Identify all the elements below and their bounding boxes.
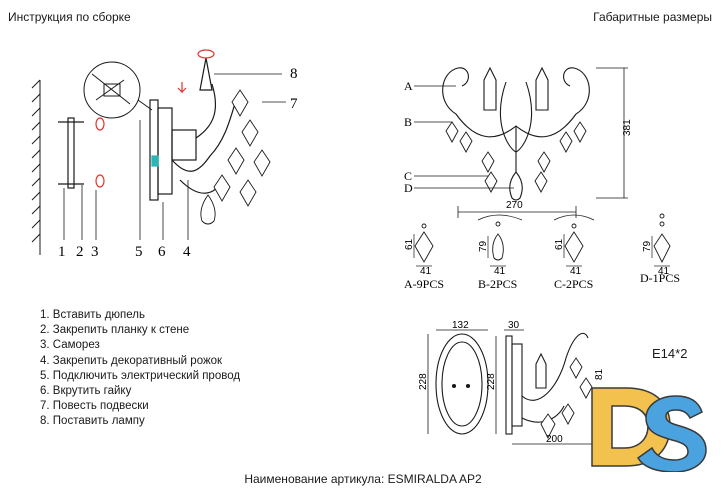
front-dimension-drawing: A B C D 381 270 <box>404 66 633 218</box>
dimension-height-main: 381 <box>622 119 633 136</box>
pendant-b-label: B-2PCS <box>478 277 517 291</box>
detail-zoom <box>83 61 153 119</box>
pendant-d-label: D-1PCS <box>640 271 680 285</box>
pendant-a-height: 61 <box>404 238 415 250</box>
crystal-pendants <box>200 89 271 225</box>
step-item: 6. Вкрутить гайку <box>40 385 132 398</box>
pendant-a-label: A-9PCS <box>404 277 444 291</box>
assembly-diagram: 1 2 3 5 6 4 8 7 <box>31 49 298 260</box>
callout-c: C <box>404 169 412 183</box>
pendant-d-width: 41 <box>658 266 670 277</box>
callout-b: B <box>404 115 412 129</box>
article-name: Наименование артикула: ESMIRALDA AP2 <box>244 472 482 486</box>
step-item: 5. Подключить электрический провод <box>40 369 241 382</box>
lamp-spec: E14*2 <box>652 346 688 361</box>
pendant-b-height: 79 <box>478 240 489 252</box>
step-item: 1. Вставить дюпель <box>40 309 146 321</box>
dimension-height-partial: 81 <box>594 368 605 380</box>
callout-8: 8 <box>290 66 298 82</box>
fixture-body <box>149 49 237 201</box>
mounting-bar <box>58 117 105 189</box>
pendant-c-width: 41 <box>570 266 582 277</box>
callout-7: 7 <box>290 96 298 112</box>
callout-4: 4 <box>183 244 191 260</box>
step-item: 3. Саморез <box>40 339 100 352</box>
pendant-c-height: 61 <box>554 238 565 250</box>
pendant-a-width: 41 <box>420 266 432 277</box>
dimension-width-main: 270 <box>506 200 523 211</box>
dimension-height-plate: 228 <box>418 373 429 390</box>
assembly-instructions-title: Инструкция по сборке <box>8 10 131 24</box>
step-item: 4. Закрепить декоративный рожок <box>40 354 223 367</box>
step-item: 8. Поставить лампу <box>40 415 145 428</box>
dimension-height-side: 228 <box>486 373 497 390</box>
step-item: 7. Повесть подвески <box>40 400 149 413</box>
pendant-d-height: 79 <box>642 240 653 252</box>
callout-5: 5 <box>135 244 143 260</box>
pendant-b-width: 41 <box>494 266 506 277</box>
side-dimension-drawing: 132 30 228 228 200 81 <box>418 320 605 445</box>
callout-d: D <box>404 181 413 195</box>
callout-2: 2 <box>76 244 84 260</box>
dimension-depth-total: 200 <box>546 434 563 445</box>
callout-1: 1 <box>58 244 66 260</box>
dimension-width-plate: 132 <box>452 320 469 331</box>
overall-dimensions-title: Габаритные размеры <box>593 10 712 24</box>
pendant-types-row: 61 79 61 79 41 41 41 41 A-9PCS B-2PCS C-… <box>404 213 680 291</box>
dimension-depth-plate: 30 <box>508 320 520 331</box>
pendant-c-label: C-2PCS <box>554 277 593 291</box>
step-item: 2. Закрепить планку к стене <box>40 324 190 337</box>
callout-a: A <box>404 79 413 93</box>
callout-3: 3 <box>91 244 99 260</box>
wall-hatching <box>31 79 41 255</box>
assembly-steps-list: 1. Вставить дюпель 2. Закрепить планку к… <box>40 308 240 430</box>
callout-6: 6 <box>158 244 166 260</box>
ds-logo <box>591 387 707 472</box>
